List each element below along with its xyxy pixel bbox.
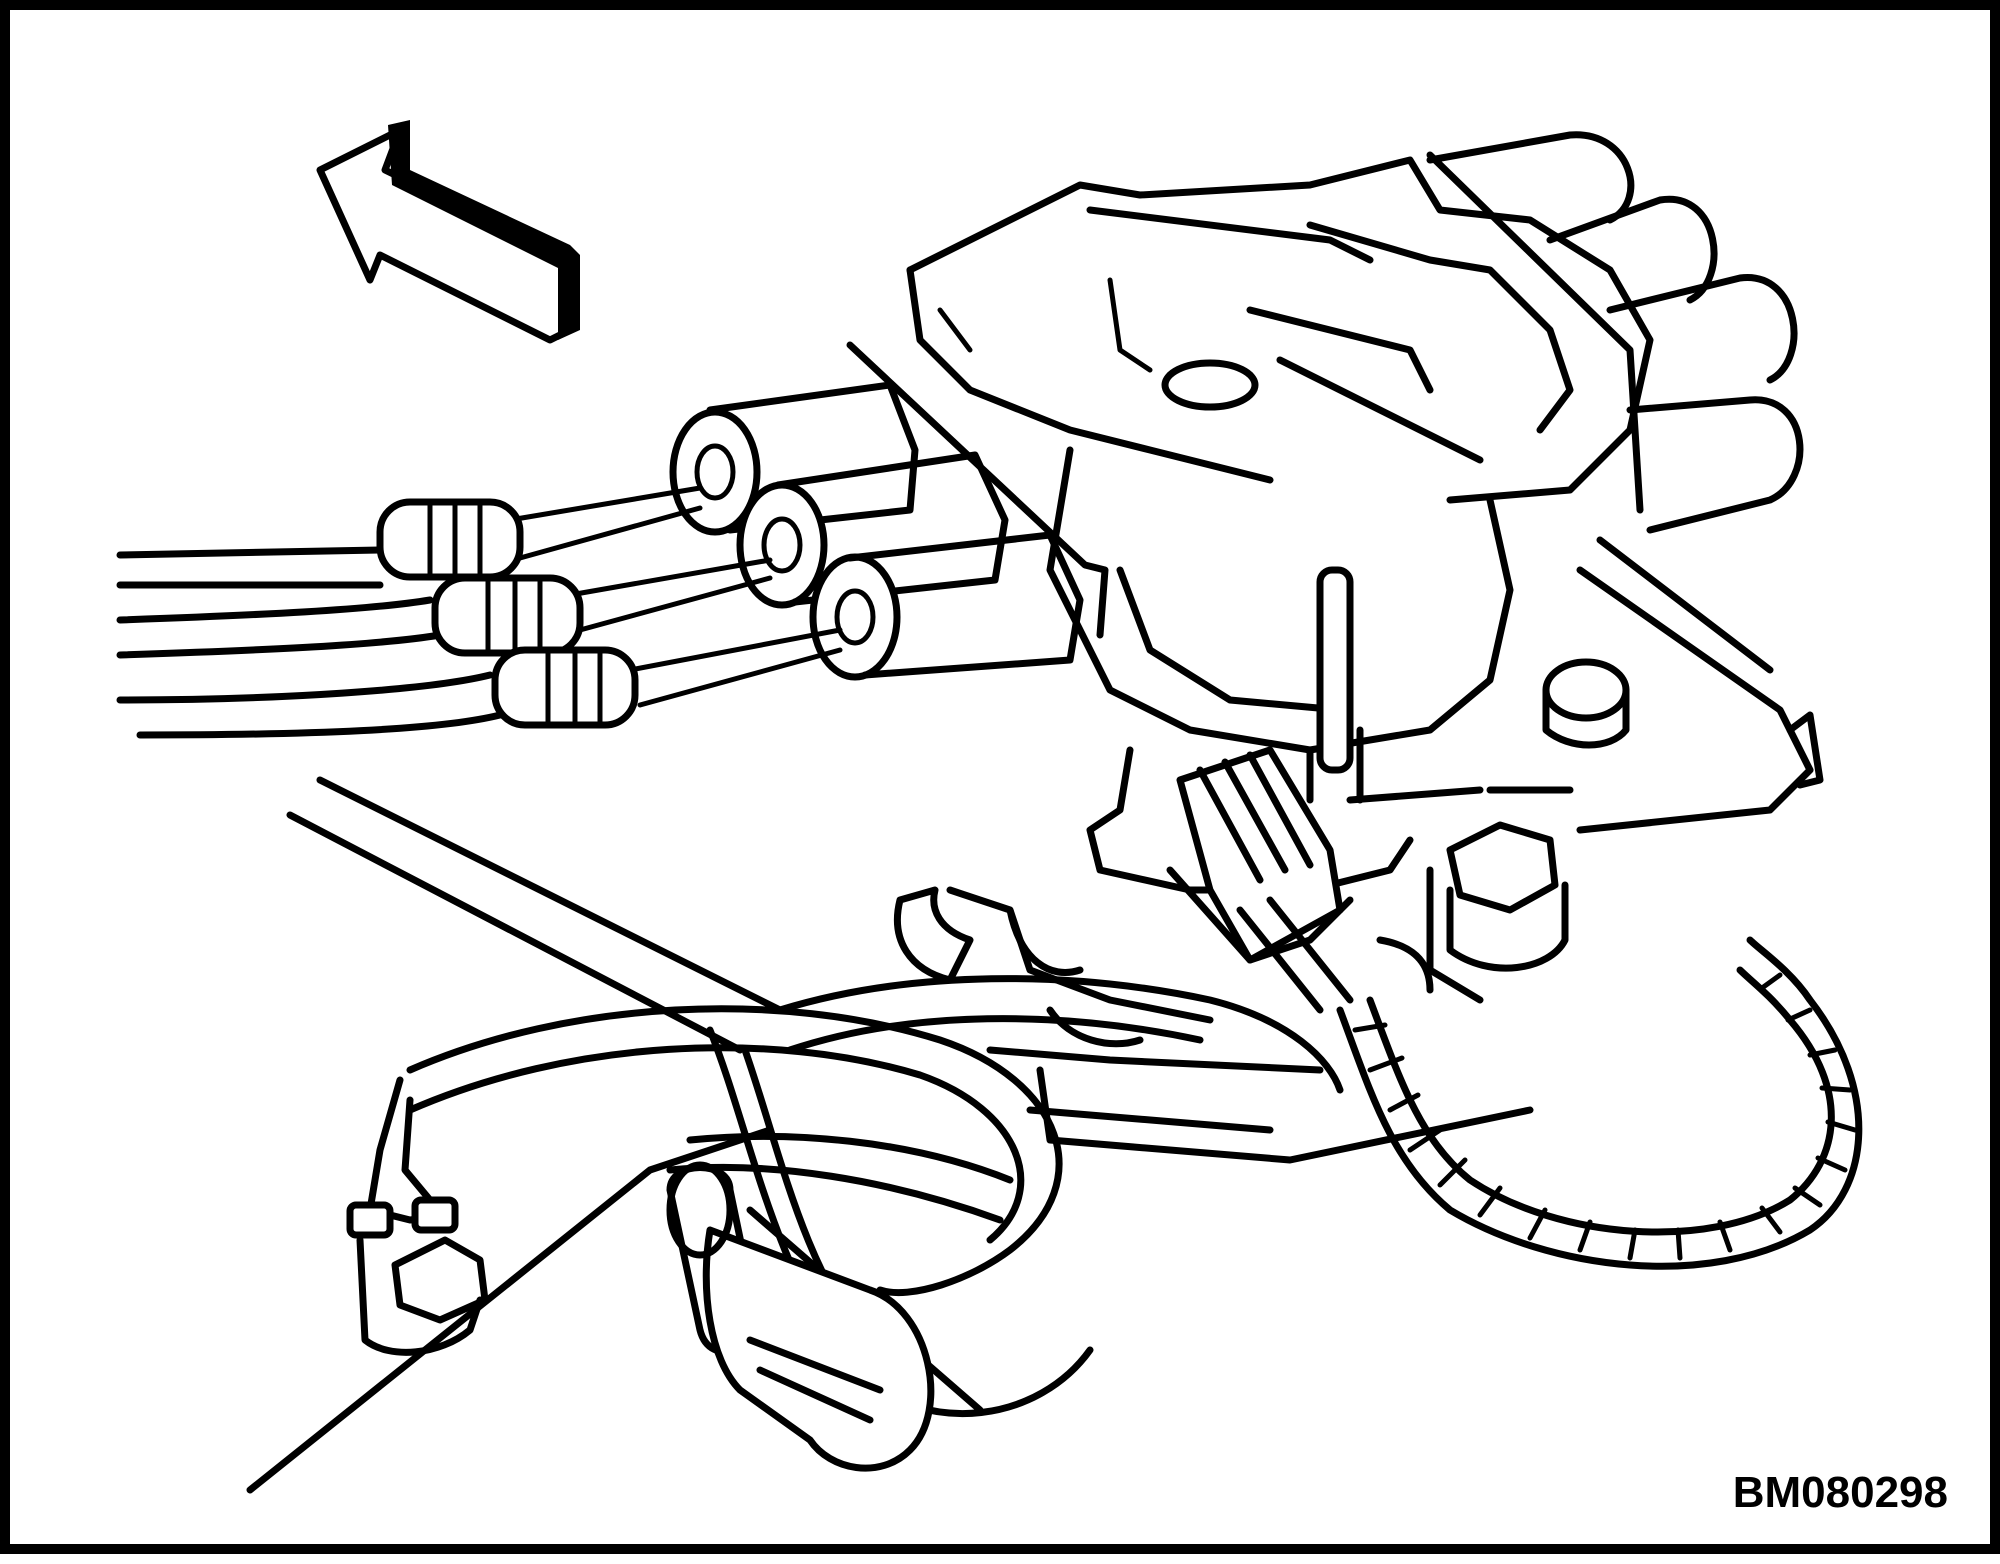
direction-arrow-icon — [316, 120, 580, 344]
rear-cap-towers — [1426, 131, 1804, 534]
vacuum-nipple — [1316, 566, 1354, 774]
hold-down-bolt — [1426, 821, 1569, 1004]
sensor-bracket — [346, 1076, 489, 1356]
ignition-connector — [1166, 746, 1354, 1014]
distributor-cap — [906, 156, 1654, 754]
harness-clips — [893, 886, 1434, 1048]
distributor-line-drawing — [116, 120, 1863, 1494]
manifold-edges — [246, 776, 984, 1494]
distributor-housing — [1086, 566, 1630, 894]
engine-block — [946, 536, 1824, 1164]
cap-towers — [669, 341, 1109, 681]
housing-boss — [1542, 658, 1630, 722]
position-sensor — [666, 1161, 935, 1472]
cap-center-boss — [1161, 359, 1259, 411]
wire-boots — [376, 498, 639, 729]
wrapped-wire — [1336, 936, 1863, 1270]
figure-id-label: BM080298 — [1732, 1468, 1948, 1517]
spark-plug-wires — [116, 485, 843, 739]
